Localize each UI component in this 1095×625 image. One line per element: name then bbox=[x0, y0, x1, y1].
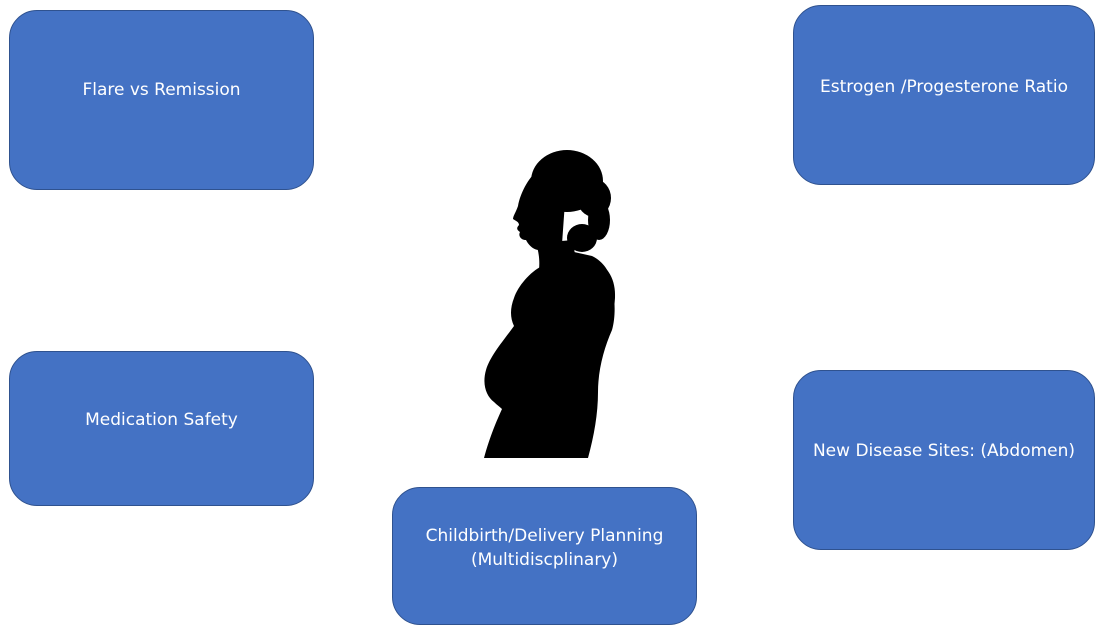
estrogen-progesterone-box: Estrogen /Progesterone Ratio bbox=[793, 5, 1095, 185]
medication-safety-box: Medication Safety bbox=[9, 351, 314, 506]
new-disease-sites-box: New Disease Sites: (Abdomen) bbox=[793, 370, 1095, 550]
flare-vs-remission-label: Flare vs Remission bbox=[82, 80, 241, 101]
flare-vs-remission-box: Flare vs Remission bbox=[9, 10, 314, 190]
estrogen-progesterone-label: Estrogen /Progesterone Ratio bbox=[820, 77, 1068, 98]
medication-safety-label: Medication Safety bbox=[85, 409, 238, 430]
pregnant-woman-silhouette-icon bbox=[484, 150, 616, 458]
childbirth-planning-box: Childbirth/Delivery Planning (Multidiscp… bbox=[392, 487, 697, 625]
childbirth-planning-label: Childbirth/Delivery Planning (Multidiscp… bbox=[425, 526, 664, 570]
new-disease-sites-label: New Disease Sites: (Abdomen) bbox=[812, 441, 1076, 462]
